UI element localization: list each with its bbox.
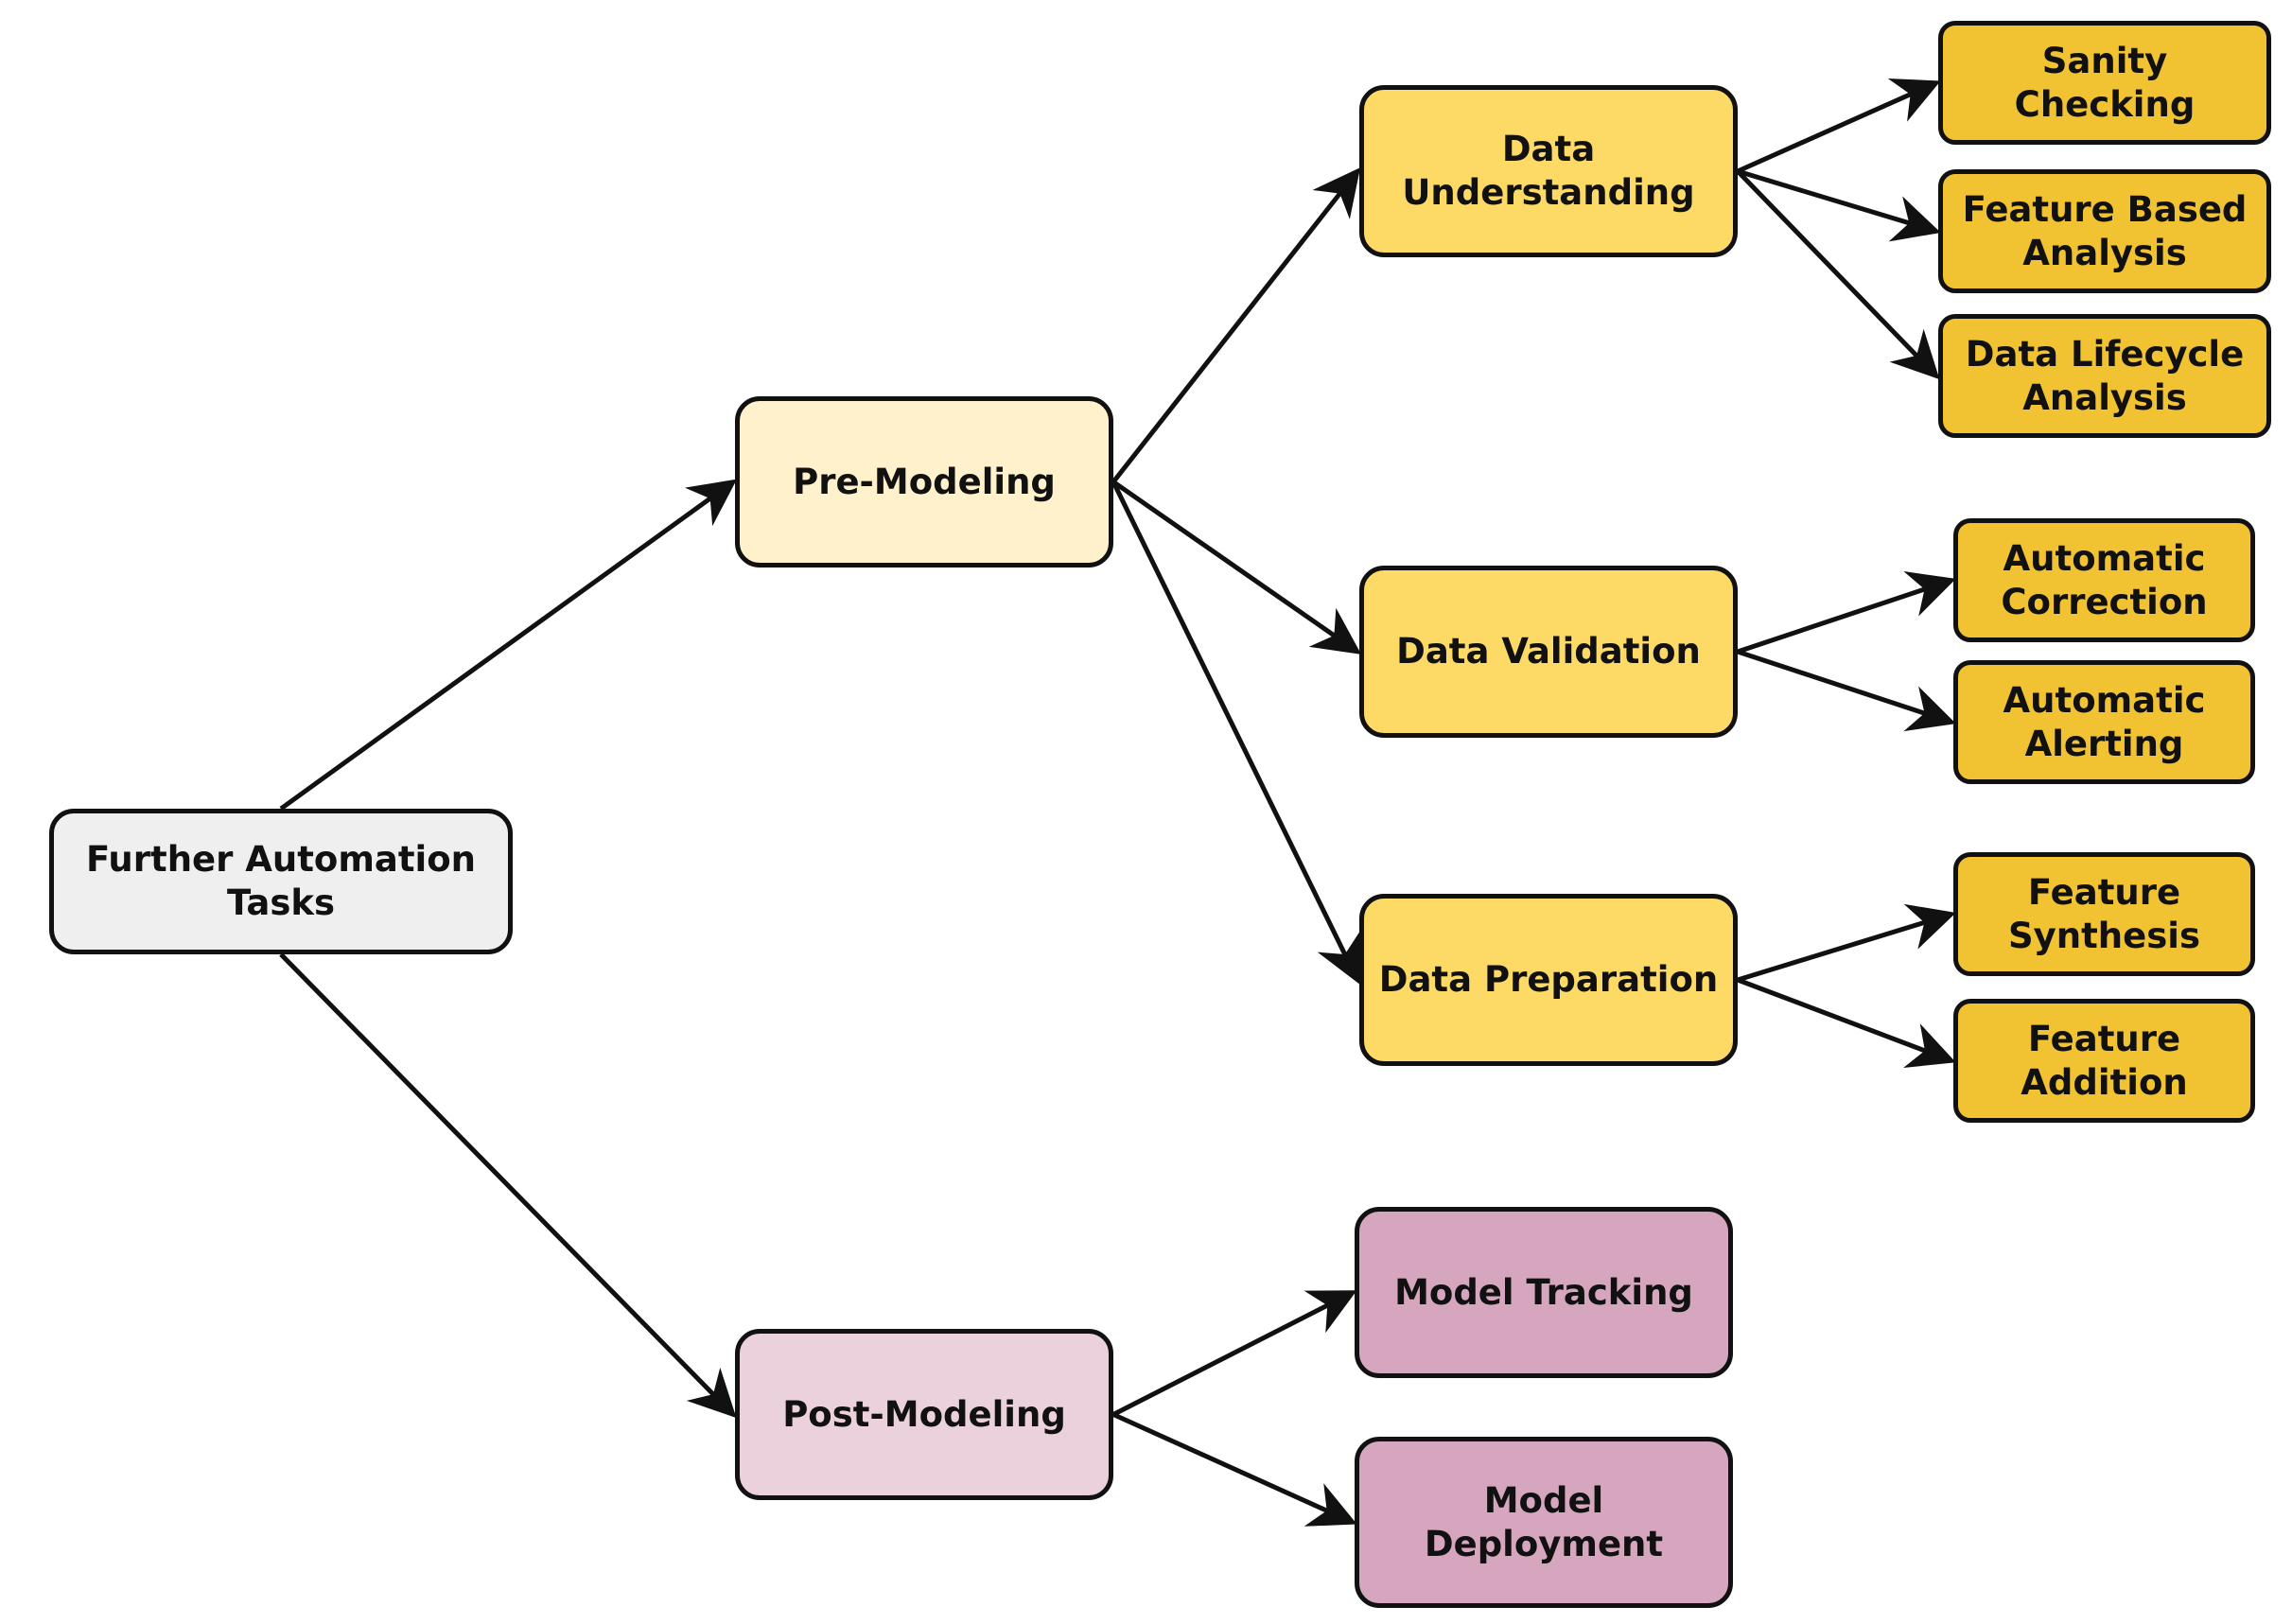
automatic-correction-node: Automatic Correction (1953, 518, 2255, 642)
edge-pre-modeling-to-data-understanding (1111, 167, 1361, 484)
data-validation-node: Data Validation (1359, 566, 1738, 738)
model-deployment-node: Model Deployment (1355, 1437, 1733, 1608)
post-modeling-label: Post-Modeling (782, 1393, 1066, 1435)
data-lifecycle-analysis-node: Data Lifecycle Analysis (1938, 314, 2271, 438)
data-preparation-node: Data Preparation (1359, 894, 1738, 1066)
data-preparation-label: Data Preparation (1378, 959, 1719, 1000)
post-modeling-node: Post-Modeling (735, 1329, 1113, 1500)
edge-post-modeling-to-model-deployment (1111, 1412, 1357, 1527)
edge-data-preparation-to-feature-addition (1737, 977, 1956, 1068)
model-tracking-label: Model Tracking (1394, 1271, 1693, 1313)
edge-data-validation-to-automatic-correction (1737, 571, 1956, 655)
edge-root-to-pre-modeling (279, 479, 738, 812)
sanity-checking-node: Sanity Checking (1938, 21, 2271, 145)
feature-synthesis-label: Feature Synthesis (2008, 871, 2200, 956)
automatic-correction-label: Automatic Correction (2001, 537, 2208, 622)
model-tracking-node: Model Tracking (1355, 1207, 1733, 1378)
root-node: Further Automation Tasks (49, 809, 513, 954)
edge-data-understanding-to-sanity-checking (1736, 78, 1941, 174)
data-validation-label: Data Validation (1396, 631, 1701, 672)
edge-pre-modeling-to-data-validation (1111, 480, 1362, 655)
sanity-checking-label: Sanity Checking (2014, 40, 2196, 125)
edge-pre-modeling-to-data-preparation (1111, 480, 1360, 985)
model-deployment-label: Model Deployment (1424, 1479, 1664, 1564)
automatic-alerting-node: Automatic Alerting (1953, 660, 2255, 784)
feature-based-analysis-node: Feature Based Analysis (1938, 169, 2271, 293)
data-lifecycle-analysis-label: Data Lifecycle Analysis (1965, 333, 2245, 418)
edge-data-preparation-to-feature-synthesis (1737, 903, 1956, 983)
edge-data-validation-to-automatic-alerting (1737, 649, 1956, 732)
feature-addition-node: Feature Addition (1953, 999, 2255, 1123)
feature-addition-label: Feature Addition (2021, 1018, 2188, 1103)
automatic-alerting-label: Automatic Alerting (2003, 679, 2206, 764)
edge-data-understanding-to-data-lifecycle-analysis (1736, 169, 1940, 380)
data-understanding-label: Data Understanding (1402, 129, 1695, 213)
edge-data-understanding-to-feature-based-analysis (1737, 168, 1941, 242)
feature-synthesis-node: Feature Synthesis (1953, 852, 2255, 976)
data-understanding-node: Data Understanding (1359, 85, 1738, 257)
pre-modeling-label: Pre-Modeling (793, 461, 1056, 502)
edge-post-modeling-to-model-tracking (1111, 1290, 1357, 1417)
feature-based-analysis-label: Feature Based Analysis (1962, 188, 2248, 273)
root-node-label: Further Automation Tasks (85, 839, 476, 923)
pre-modeling-node: Pre-Modeling (735, 396, 1113, 568)
edge-root-to-post-modeling (279, 952, 737, 1419)
